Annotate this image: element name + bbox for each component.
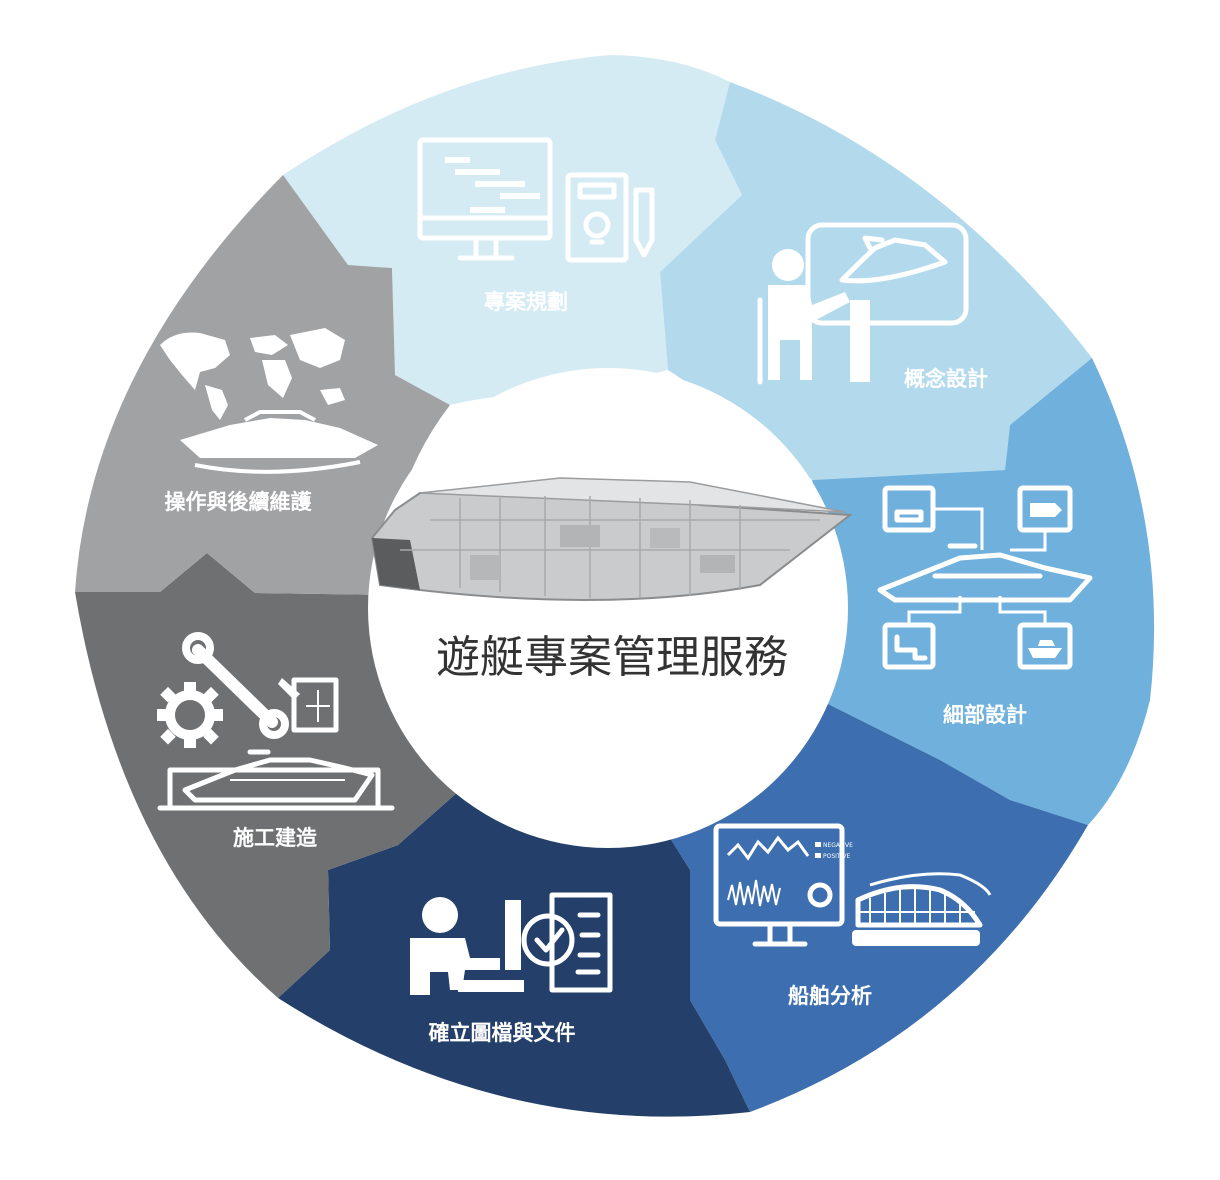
- analysis-monitor-icon: NEGATIVE POSITIVE: [713, 823, 853, 947]
- detail-design-label: 細部設計: [943, 703, 1027, 727]
- project-planning-label: 專案規劃: [484, 290, 568, 314]
- pencil-icon: [633, 187, 655, 258]
- documents-label: 確立圖檔與文件: [429, 1021, 576, 1045]
- concept-design-label: 概念設計: [904, 367, 988, 391]
- person-at-desk-icon: [410, 897, 524, 995]
- analysis-legend-negative: NEGATIVE: [823, 842, 853, 849]
- gantt-chart-monitor-icon: [417, 137, 553, 261]
- ship-analysis-label: 船舶分析: [788, 984, 872, 1008]
- construction-label: 施工建造: [233, 826, 318, 850]
- analysis-legend-positive: POSITIVE: [823, 853, 850, 860]
- wheel-segments: [75, 55, 1155, 1117]
- segment-operation[interactable]: [75, 175, 450, 595]
- operation-icons: [160, 328, 378, 474]
- world-map-icon: [160, 328, 345, 420]
- detail-design-icons: [877, 485, 1093, 670]
- idea-clipboard-icon: [565, 172, 629, 263]
- segment-construction[interactable]: [75, 553, 460, 998]
- documents-icons: [410, 892, 613, 995]
- center-circle: [368, 368, 848, 848]
- checklist-icon: [521, 892, 613, 993]
- segment-detail-design[interactable]: [812, 358, 1155, 825]
- connector-lines: [907, 507, 1047, 625]
- segment-project-planning[interactable]: [283, 55, 742, 405]
- segment-ship-analysis[interactable]: [660, 700, 1088, 1112]
- designer-at-board-icon: [757, 222, 969, 385]
- blueprint-icon: [278, 677, 339, 733]
- center-title: 遊艇專案管理服務: [436, 632, 788, 683]
- project-planning-icons: [417, 137, 655, 263]
- ship-analysis-icons: NEGATIVE POSITIVE: [713, 823, 992, 947]
- hull-mesh-icon: [852, 872, 992, 946]
- yacht-sketch-icon: [839, 235, 948, 284]
- wrench-icon: [182, 632, 289, 739]
- yacht-in-dock-icon: [157, 749, 395, 811]
- yacht-icon: [877, 543, 1093, 603]
- operation-label: 操作與後續維護: [165, 490, 313, 514]
- concept-design-icons: [757, 222, 969, 385]
- yacht-cutaway-illustration: [370, 477, 853, 601]
- cruising-yacht-icon: [180, 410, 378, 474]
